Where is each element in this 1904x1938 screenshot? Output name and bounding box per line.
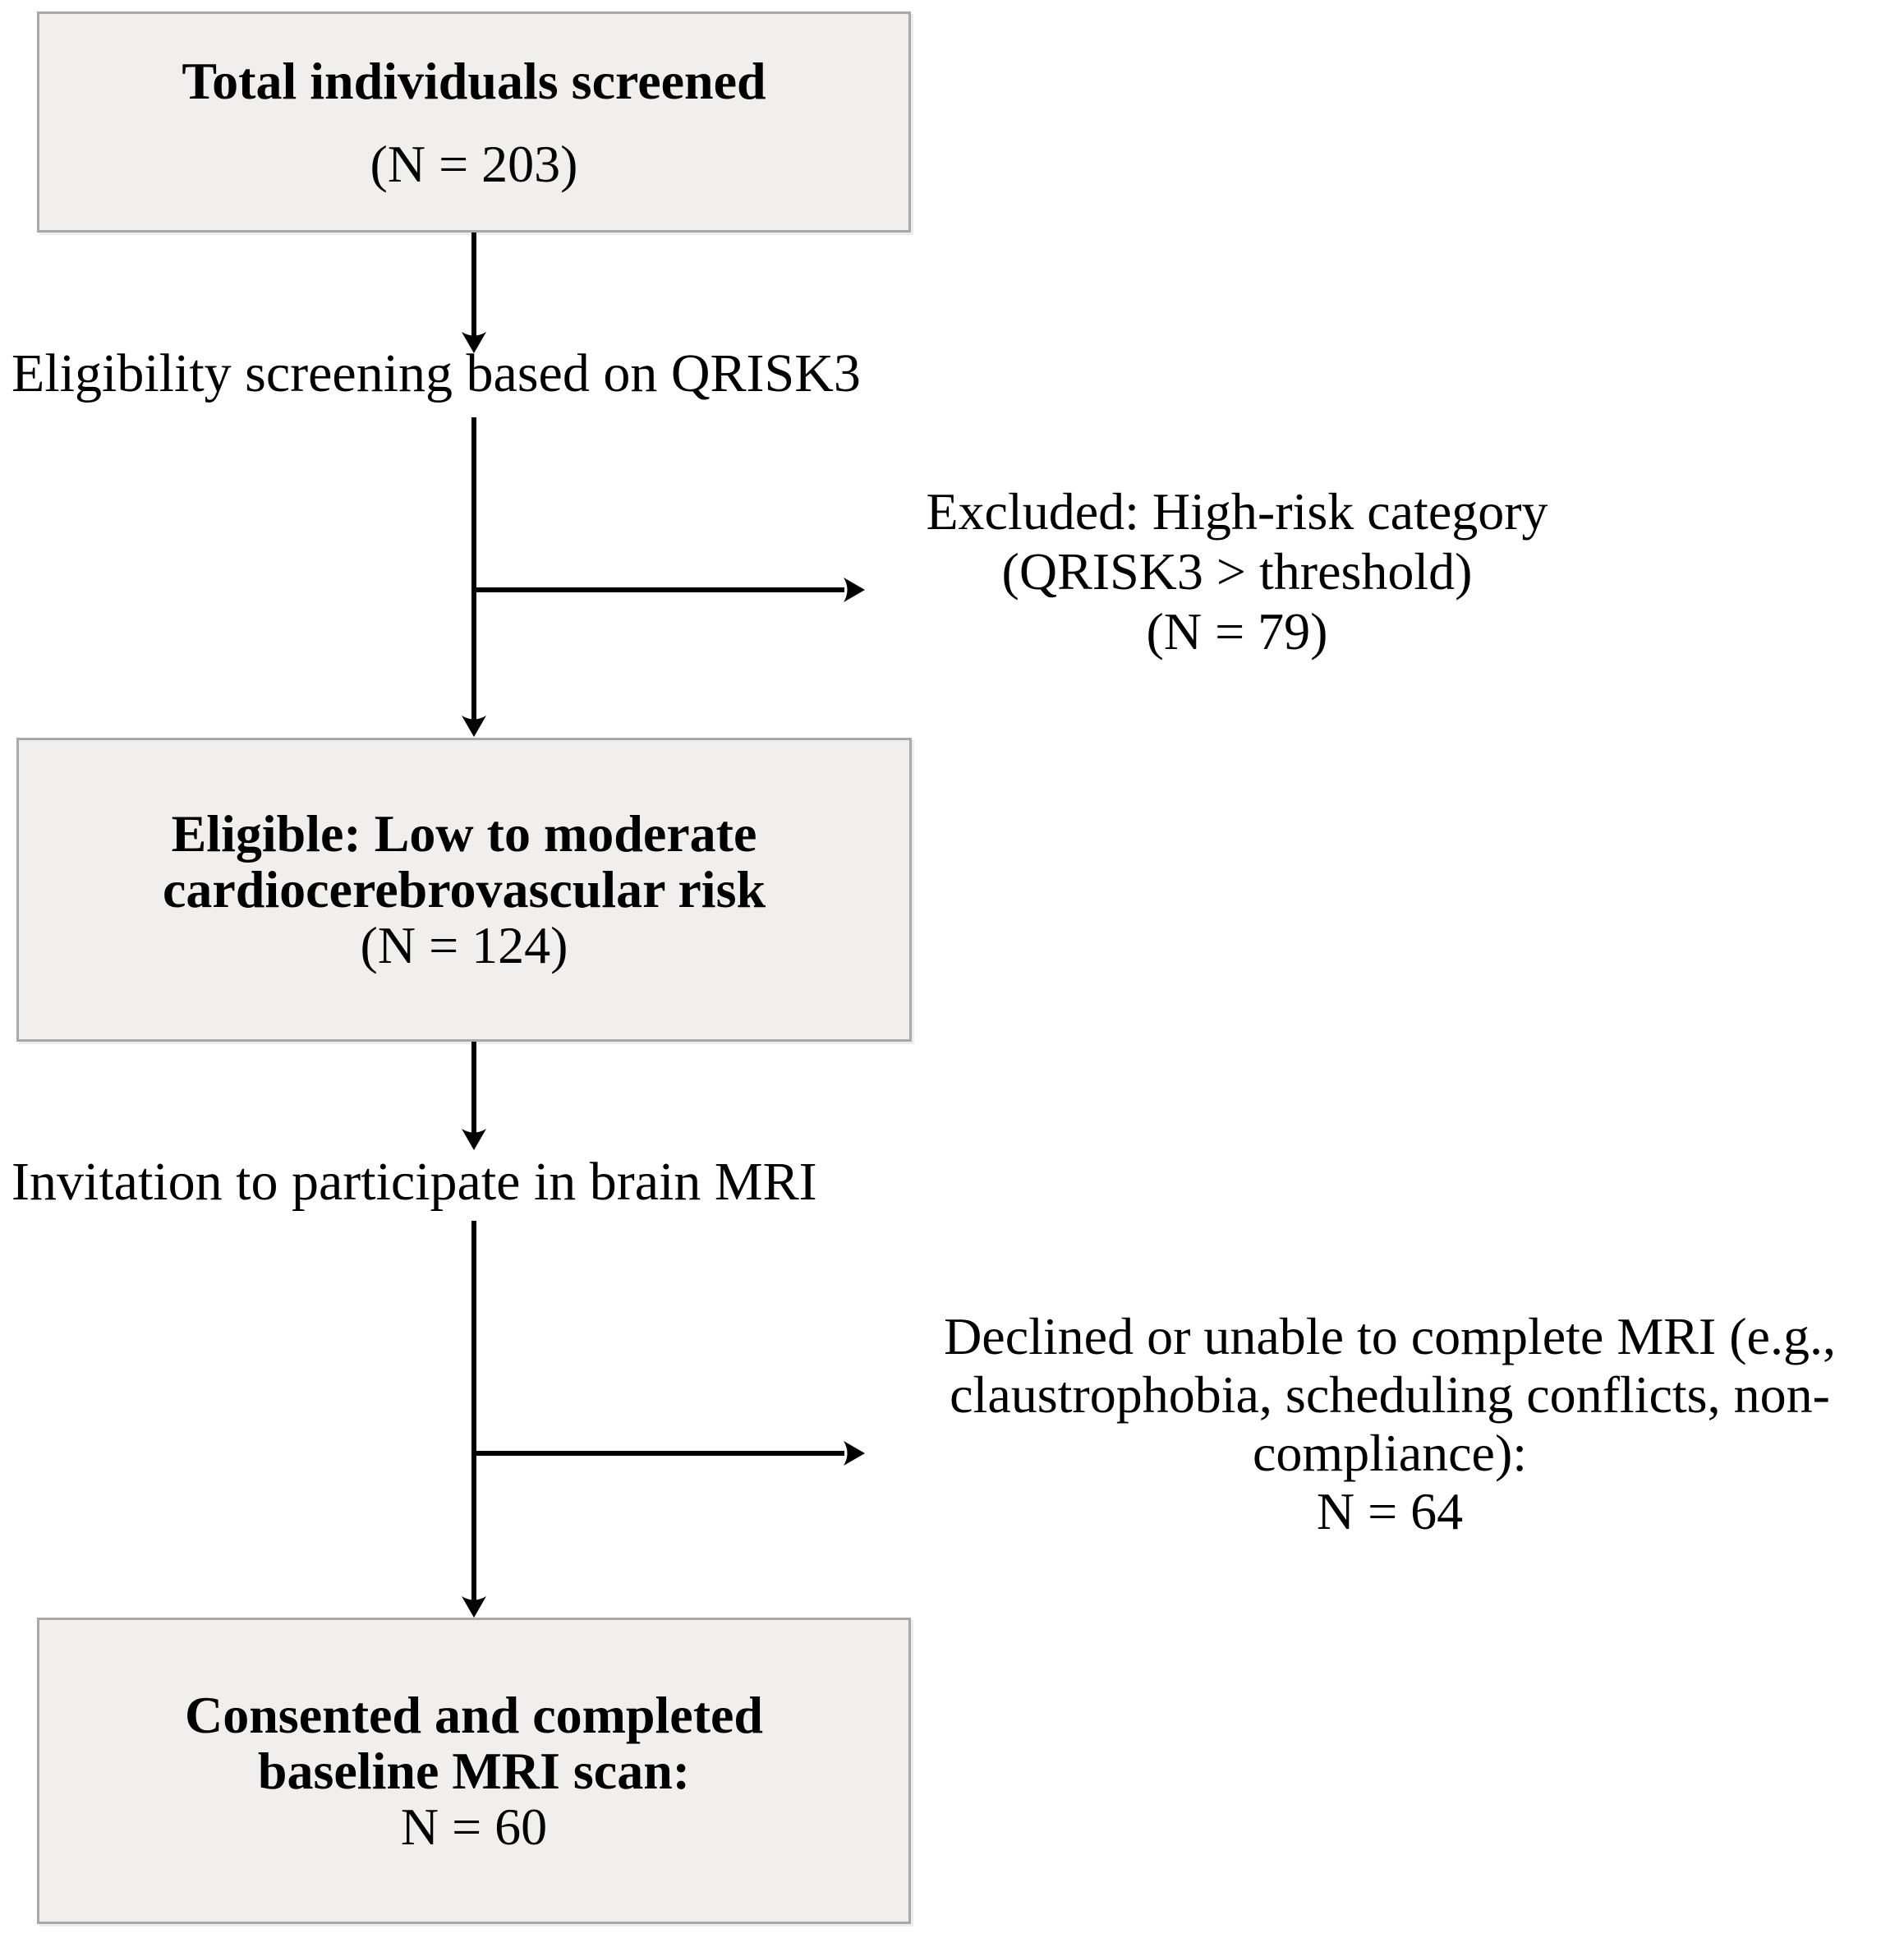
box-total-screened: Total individuals screened (N = 203)	[37, 12, 911, 232]
declined-line-4: N = 64	[1316, 1482, 1464, 1540]
branch-line-excluded	[474, 587, 844, 592]
declined-line-2: claustrophobia, scheduling conflicts, no…	[950, 1365, 1830, 1424]
branch-line-declined	[474, 1451, 844, 1456]
arrowhead-right-icon	[844, 1441, 865, 1466]
arrowhead-down-icon	[462, 1596, 486, 1618]
box-total-screened-title: Total individuals screened	[182, 51, 766, 110]
arrowhead-right-icon	[844, 578, 865, 602]
arrow-line-screening-to-eligibility	[471, 232, 476, 337]
box-consented-count: N = 60	[400, 1797, 548, 1856]
excluded-line-1: Excluded: High-risk category	[926, 482, 1548, 541]
arrowhead-down-icon	[462, 332, 486, 353]
label-eligibility-screening: Eligibility screening based on QRISK3	[11, 343, 861, 403]
excluded-line-2: (QRISK3 > threshold)	[1001, 542, 1473, 601]
box-consented-completed-mri: Consented and completed baseline MRI sca…	[37, 1618, 911, 1924]
box-eligible-title-line-1: Eligible: Low to moderate	[171, 804, 757, 863]
box-consented-title-line-1: Consented and completed	[184, 1685, 764, 1744]
arrowhead-down-icon	[462, 1129, 486, 1150]
arrow-line-eligibility-to-eligible-box	[471, 417, 476, 720]
excluded-line-3: (N = 79)	[1146, 602, 1328, 661]
label-invitation-brain-mri: Invitation to participate in brain MRI	[11, 1152, 817, 1212]
text-declined-unable-mri: Declined or unable to complete MRI (e.g.…	[889, 1307, 1891, 1540]
declined-line-3: compliance):	[1252, 1424, 1528, 1482]
arrow-line-eligible-to-invitation	[471, 1042, 476, 1134]
box-total-screened-count: (N = 203)	[370, 134, 578, 193]
declined-line-1: Declined or unable to complete MRI (e.g.…	[944, 1307, 1836, 1365]
box-eligible-title-line-2: cardiocerebrovascular risk	[162, 860, 766, 918]
text-excluded-high-risk: Excluded: High-risk category (QRISK3 > t…	[854, 481, 1620, 661]
box-consented-title-line-2: baseline MRI scan:	[257, 1741, 691, 1800]
box-eligible-count: (N = 124)	[360, 916, 568, 974]
arrow-line-invitation-to-consented-box	[471, 1221, 476, 1601]
box-eligible-low-moderate-risk: Eligible: Low to moderate cardiocerebrov…	[16, 738, 912, 1042]
arrowhead-down-icon	[462, 716, 486, 737]
